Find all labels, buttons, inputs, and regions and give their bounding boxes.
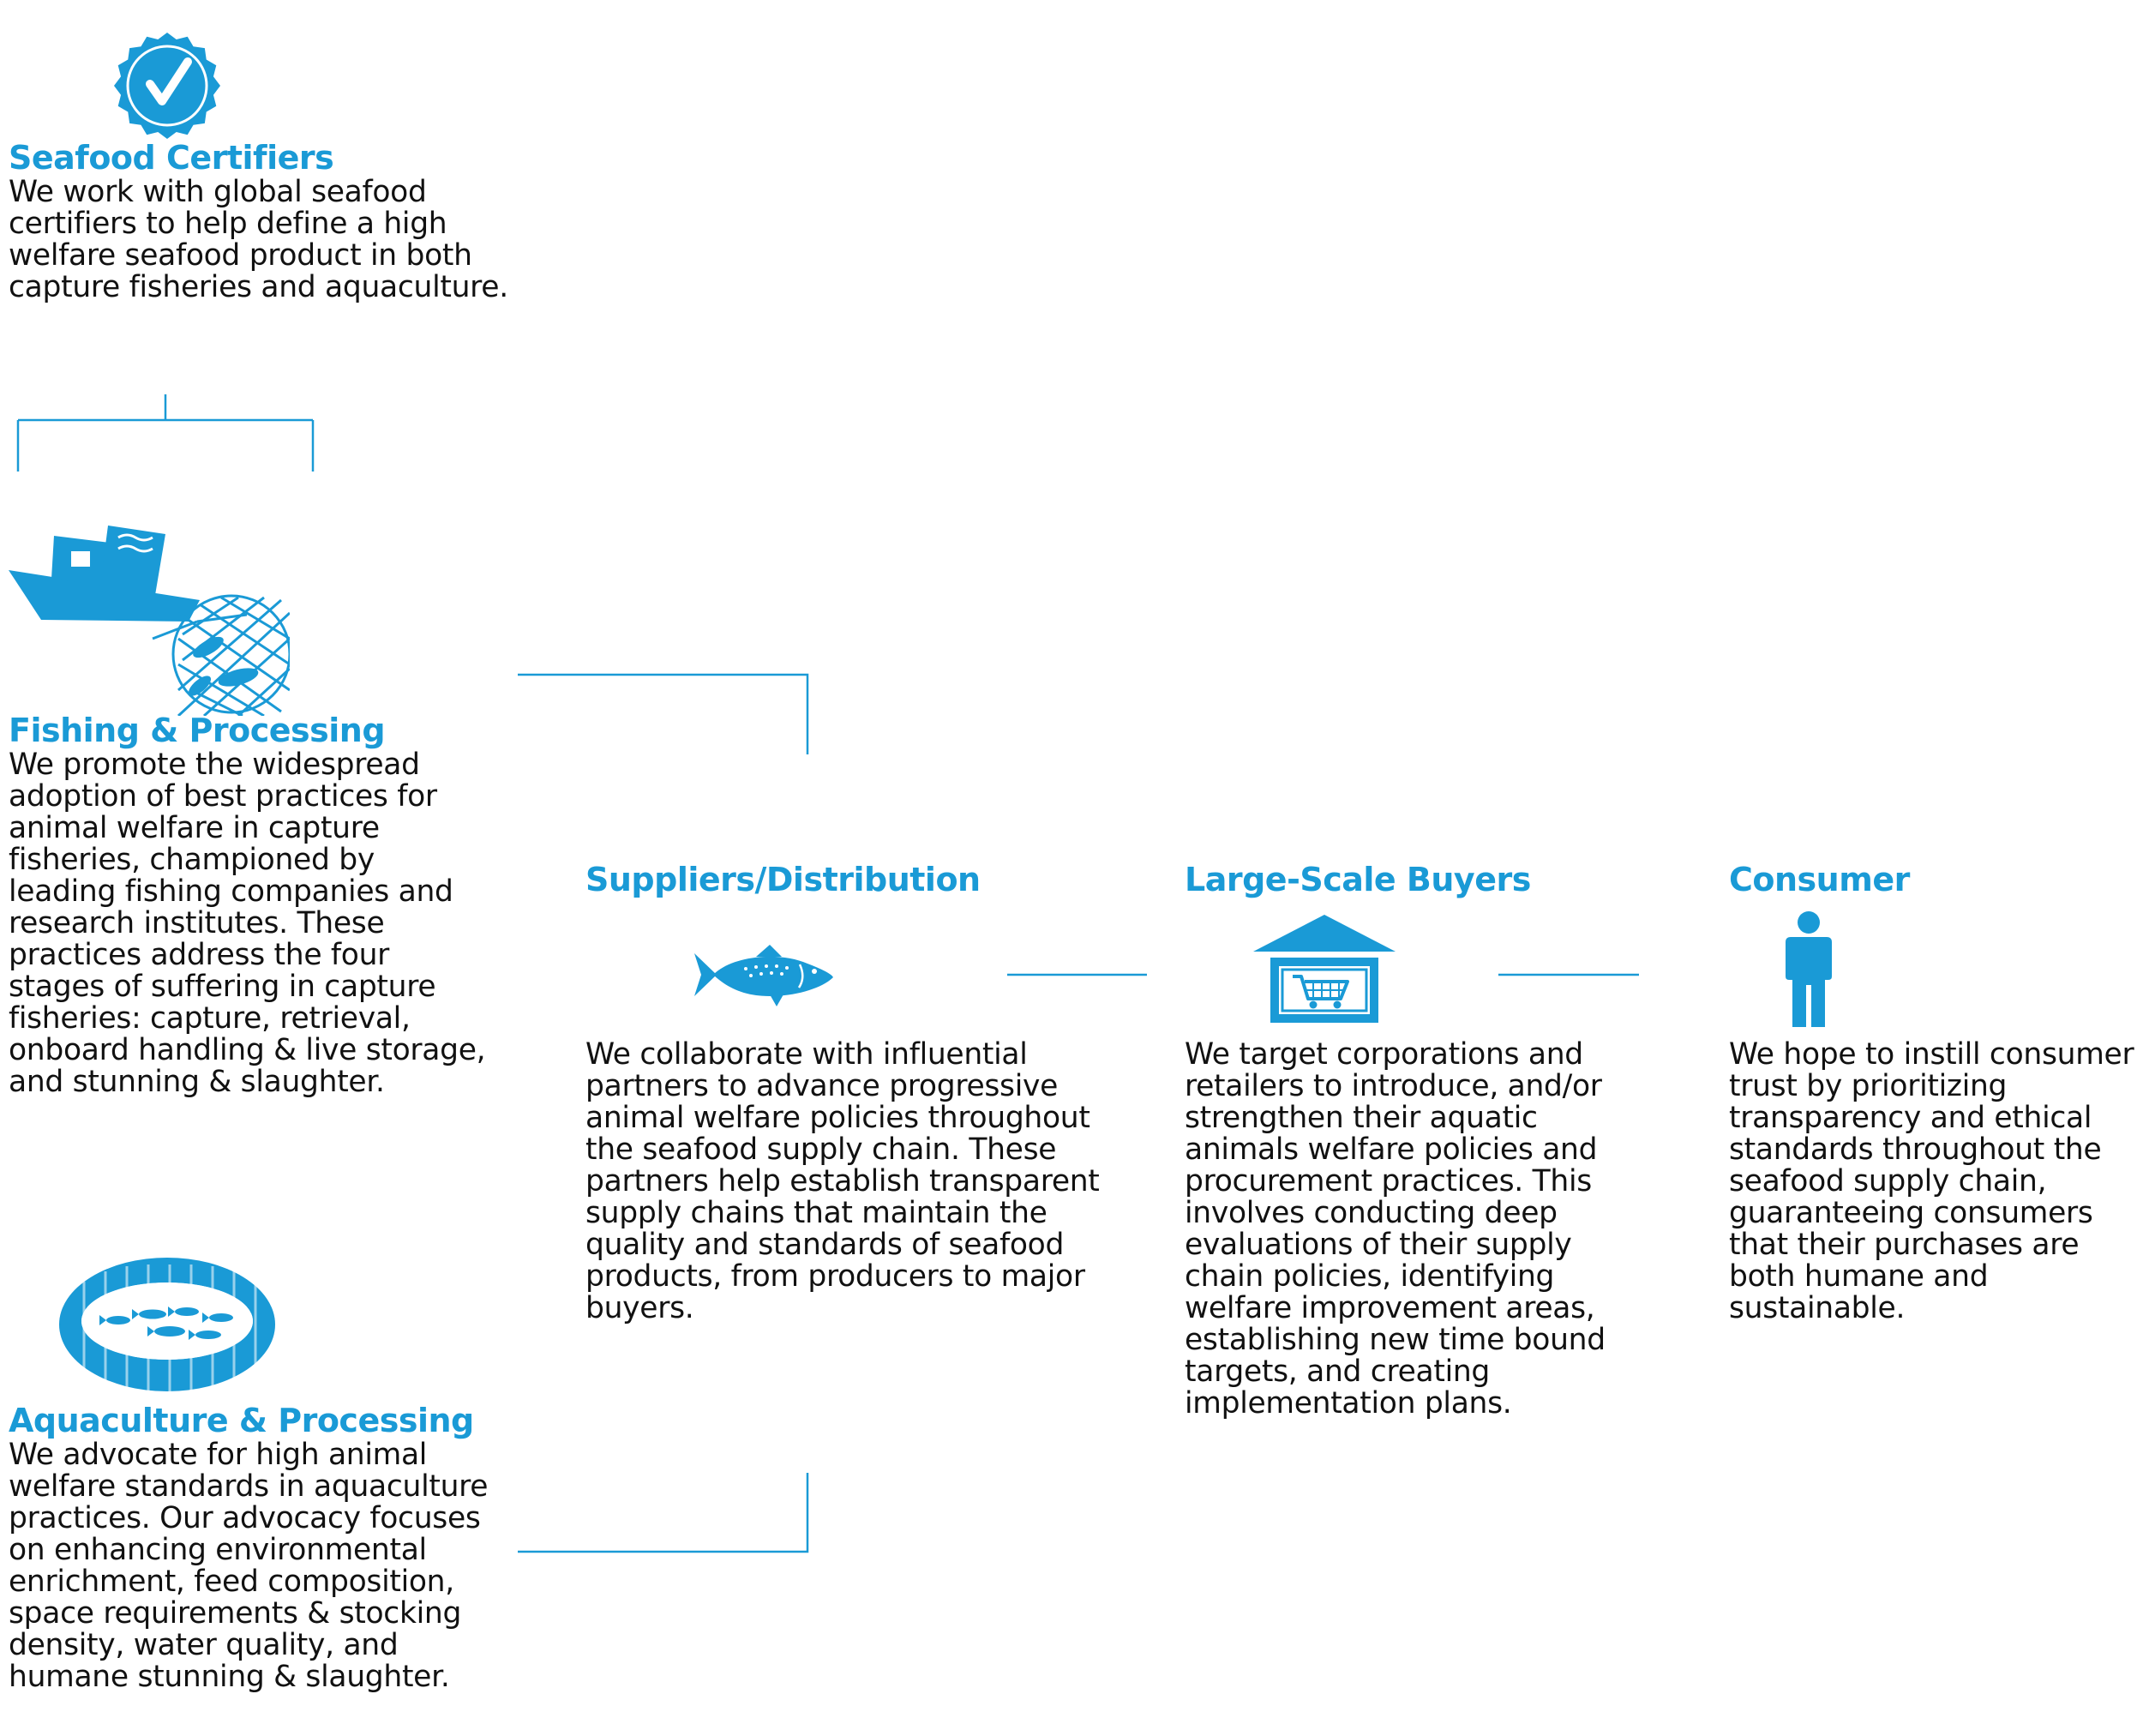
- buyers-title: Large-Scale Buyers: [1185, 861, 1531, 898]
- aquaculture-title: Aquaculture & Processing: [9, 1402, 474, 1439]
- buyers-description: We target corporations and retailers to …: [1185, 1037, 1606, 1421]
- certifiers-title: Seafood Certifiers: [9, 139, 334, 177]
- suppliers-title: Suppliers/Distribution: [585, 861, 981, 898]
- person-icon: [1786, 911, 1832, 1027]
- store-cart-icon: [1253, 915, 1396, 1023]
- node-buyers: Large-Scale Buyers: [1185, 861, 1665, 898]
- certifiers-description: We work with global seafood certifiers t…: [9, 175, 508, 304]
- connector-fishing-to-suppliers: [518, 673, 809, 754]
- node-buyers-text: We target corporations and retailers to …: [1185, 1039, 1665, 1420]
- consumer-title: Consumer: [1729, 861, 1910, 898]
- certified-badge-icon: [114, 33, 220, 139]
- aquaculture-description: We advocate for high animal welfare stan…: [9, 1438, 489, 1694]
- node-fishing: Fishing & Processing We promote the wide…: [9, 712, 514, 1098]
- fishing-description: We promote the widespread adoption of be…: [9, 748, 486, 1099]
- node-suppliers: Suppliers/Distribution: [585, 861, 1134, 898]
- consumer-description: We hope to instill consumer trust by pri…: [1729, 1037, 2134, 1325]
- node-consumer-text: We hope to instill consumer trust by pri…: [1729, 1039, 2140, 1325]
- fishing-title: Fishing & Processing: [9, 712, 386, 749]
- connector-aquaculture-to-suppliers: [518, 1473, 809, 1553]
- fishing-boat-net-icon: [9, 526, 290, 716]
- fish-pen-icon: [59, 1258, 275, 1391]
- suppliers-description: We collaborate with influential partners…: [585, 1037, 1100, 1325]
- node-aquaculture: Aquaculture & Processing We advocate for…: [9, 1402, 523, 1693]
- connector-certifiers-split: [16, 394, 315, 472]
- node-consumer: Consumer: [1729, 861, 2140, 898]
- node-certifiers: Seafood Certifiers We work with global s…: [9, 139, 523, 303]
- node-suppliers-text: We collaborate with influential partners…: [585, 1039, 1134, 1325]
- fish-icon: [694, 945, 833, 1006]
